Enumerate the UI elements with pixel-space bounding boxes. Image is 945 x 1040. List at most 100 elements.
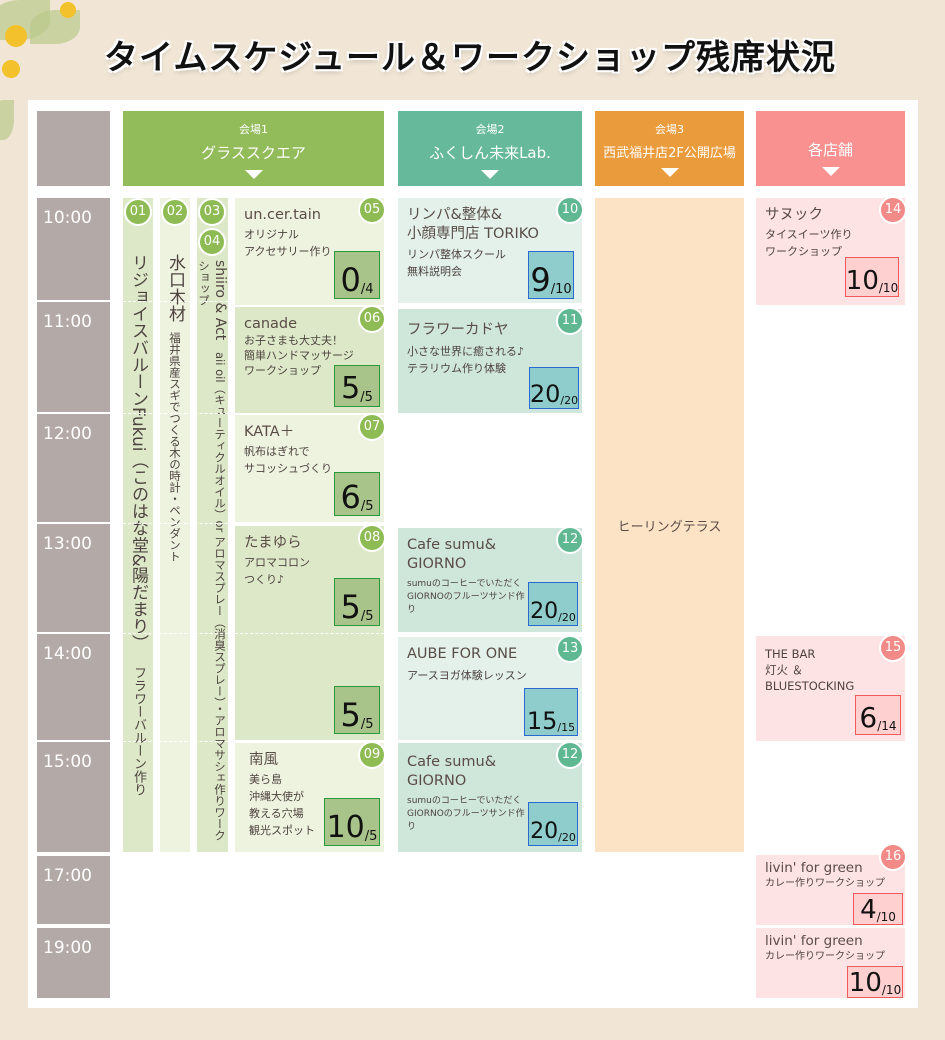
event-desc: 小さな世界に癒される♪テラリウム作り体験 [407,345,525,375]
event-02[interactable]: 水口木材福井県産スギでつくる木の時計・ペンダント [160,198,190,852]
event-title: livin' for green [765,933,863,949]
number-badge: 14 [879,196,907,224]
event-desc: アースヨガ体験レッスン [407,669,527,682]
triangle-down-icon [481,170,499,179]
number-badge: 11 [556,307,584,335]
venue-label: 会場3 [655,123,684,136]
event-card-13[interactable]: AUBE FOR ONE アースヨガ体験レッスン 13 15/15 [398,635,584,740]
venue-header-3[interactable]: 会場3 西武福井店2F公開広場 [595,111,744,186]
remaining-seats: 5/5 [334,365,380,407]
event-title: リジョイスバルーンFukui（このはな堂&陽だまり） [128,254,148,652]
hour-divider [123,741,228,742]
event-desc: 福井県産スギでつくる木の時計・ペンダント [168,332,182,562]
page-title: タイムスケジュール＆ワークショップ残席状況 [104,38,836,78]
event-card-11[interactable]: フラワーカドヤ 小さな世界に癒される♪テラリウム作り体験 11 20/20 [398,307,584,413]
flower-decoration [2,60,20,78]
remaining-seats: 5/5 [334,686,380,734]
event-title: ヒーリングテラス [617,519,722,535]
event-title: たまゆら [244,535,302,551]
triangle-down-icon [821,167,840,176]
event-card-14[interactable]: サヌック タイスイーツ作りワークショップ 14 10/10 [756,196,907,305]
time-slot: 10:00 [37,198,110,300]
hour-divider [123,413,228,414]
remaining-seats: 15/15 [524,688,578,736]
event-desc: オリジナルアクセサリー作り [244,228,332,258]
venue-header-1[interactable]: 会場1 グラススクエア [123,111,384,186]
remaining-seats: 20/20 [529,367,579,409]
remaining-seats: 20/20 [528,802,578,846]
event-desc: リンパ整体スクール無料説明会 [407,248,506,278]
event-title: Cafe sumu&GIORNO [407,537,497,572]
event-card-09[interactable]: 南風 美ら島沖縄大使が教える穴場観光スポット 09 10/5 [235,741,386,852]
time-slot: 19:00 [37,928,110,998]
remaining-seats: 10/10 [845,257,899,297]
number-badge: 12 [556,526,584,554]
remaining-seats: 9/10 [528,251,574,299]
leaf-decoration [0,100,14,140]
event-desc: カレー作りワークショップ [765,878,885,889]
number-badge: 07 [358,413,386,441]
event-card-05[interactable]: un.cer.tain オリジナルアクセサリー作り 05 0/4 [235,196,386,305]
event-desc: アロマコロンつくり♪ [244,556,310,586]
remaining-seats: 6/5 [334,472,380,516]
venue-name: グラススクエア [201,144,306,162]
venue-name: 西武福井店2F公開広場 [603,146,736,161]
event-title: shiiro & Act [212,260,228,341]
remaining-seats: 0/4 [334,251,380,299]
venue3-event[interactable]: ヒーリングテラス [595,198,744,852]
hour-divider [123,523,228,524]
remaining-seats: 20/20 [528,582,578,626]
time-slot: 14:00 [37,634,110,740]
event-desc: カレー作りワークショップ [765,951,885,962]
venue-header-shops[interactable]: 各店舗 [756,111,905,186]
event-title: livin' for green [765,860,863,876]
number-badge: 09 [358,741,386,769]
event-title: サヌック [765,207,823,223]
number-badge: 03 [198,198,226,226]
event-desc: お子さまも大丈夫！簡単ハンドマッサージワークショップ [244,334,354,377]
event-card-16b[interactable]: livin' for green カレー作りワークショップ 10/10 [756,928,905,998]
event-desc: 帆布はぎれでサコッシュづくり [244,445,332,475]
event-desc: 美ら島沖縄大使が教える穴場観光スポット [249,773,315,837]
event-card-16[interactable]: livin' for green カレー作りワークショップ 16 4/10 [756,843,907,925]
time-slot: 17:00 [37,856,110,924]
flower-decoration [60,2,76,18]
event-01[interactable]: リジョイスバルーンFukui（このはな堂&陽だまり）フラワーバルーン作り [123,198,153,852]
remaining-seats: 10/5 [324,798,380,846]
event-title: リンパ&整体&小顔専門店 TORIKO [407,207,539,242]
remaining-seats: 5/5 [334,578,380,626]
event-card-06[interactable]: canade お子さまも大丈夫！簡単ハンドマッサージワークショップ 06 5/5 [235,305,386,413]
event-03-04[interactable]: shiiro & Actaii oil（キューティクルオイル）or アロマスプレ… [197,198,228,852]
event-title: 水口木材 [165,254,185,322]
number-badge: 08 [358,524,386,552]
remaining-seats: 4/10 [853,893,903,925]
event-card-07[interactable]: KATA＋ 帆布はぎれでサコッシュづくり 07 6/5 [235,413,386,522]
event-title: フラワーカドヤ [407,322,509,338]
remaining-seats: 10/10 [847,966,903,998]
venue-label: 会場1 [239,123,268,136]
event-card-10[interactable]: リンパ&整体&小顔専門店 TORIKO リンパ整体スクール無料説明会 10 9/… [398,196,584,303]
event-desc: aii oil（キューティクルオイル）or アロマスプレー（消臭スプレー）・アロ… [197,260,227,841]
venue-name: ふくしん未来Lab. [429,144,551,162]
event-title: canade [244,316,298,332]
hour-divider [123,633,228,634]
time-slot: 11:00 [37,302,110,412]
time-slot: 12:00 [37,414,110,522]
flower-decoration [5,25,27,47]
number-badge: 13 [556,635,584,663]
number-badge: 10 [556,196,584,224]
number-badge: 06 [358,305,386,333]
number-badge: 04 [198,228,226,256]
number-badge: 01 [124,198,152,226]
event-title: Cafe sumu&GIORNO [407,754,497,789]
triangle-down-icon [660,168,679,177]
event-card-08[interactable]: たまゆら アロマコロンつくり♪ 08 5/5 5/5 [235,524,386,740]
number-badge: 15 [879,634,907,662]
